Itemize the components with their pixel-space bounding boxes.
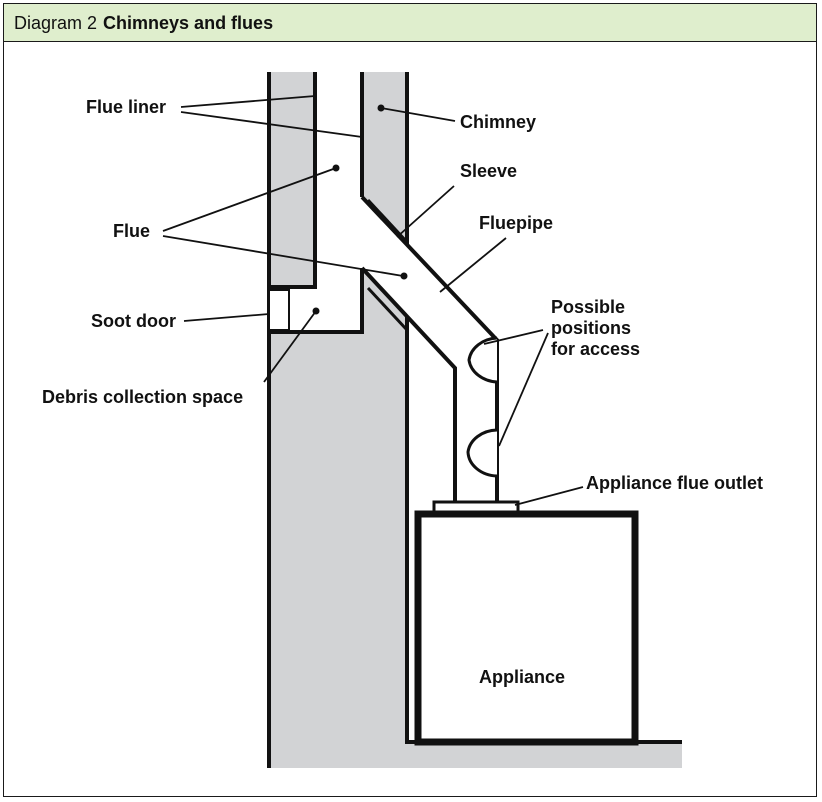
- label-chimney: Chimney: [460, 112, 536, 132]
- diagram-number: Diagram 2: [14, 13, 98, 33]
- label-flue-liner: Flue liner: [86, 97, 166, 117]
- label-possible-2: positions: [551, 318, 631, 338]
- leader-access-upper: [483, 329, 544, 345]
- leader-flue-liner-1: [180, 95, 316, 108]
- dot-flue-lower: [400, 272, 408, 280]
- label-debris: Debris collection space: [42, 387, 243, 407]
- dot-flue-upper: [332, 164, 340, 172]
- appliance-box: [414, 510, 639, 746]
- leader-access-lower: [498, 332, 549, 447]
- access-point-upper: [467, 336, 498, 384]
- leader-soot-door: [183, 313, 270, 322]
- label-appliance: Appliance: [479, 667, 565, 687]
- flue-liner-left: [269, 72, 317, 289]
- label-possible-1: Possible: [551, 297, 625, 317]
- label-appliance-flue-outlet: Appliance flue outlet: [586, 473, 763, 493]
- leader-chimney: [380, 107, 456, 122]
- leader-flue-2: [162, 235, 404, 277]
- leader-fluepipe: [439, 237, 507, 293]
- label-sleeve: Sleeve: [460, 161, 517, 181]
- label-fluepipe: Fluepipe: [479, 213, 553, 233]
- dot-chimney: [377, 104, 385, 112]
- diagram-title: Chimneys and flues: [103, 13, 274, 33]
- label-flue: Flue: [113, 221, 150, 241]
- sleeve-lower: [366, 286, 409, 332]
- fluepipe-lower-wall: [360, 266, 457, 502]
- leader-flue-1: [162, 167, 337, 232]
- label-soot-door: Soot door: [91, 311, 176, 331]
- soot-door: [268, 289, 290, 331]
- leader-flue-liner-2: [180, 111, 363, 138]
- leader-outlet: [514, 486, 584, 506]
- leader-sleeve: [396, 185, 455, 238]
- leader-debris: [263, 310, 317, 383]
- label-possible-3: for access: [551, 339, 640, 359]
- fluepipe-body: [362, 197, 497, 502]
- access-point-lower: [466, 428, 498, 478]
- dot-debris: [312, 307, 320, 315]
